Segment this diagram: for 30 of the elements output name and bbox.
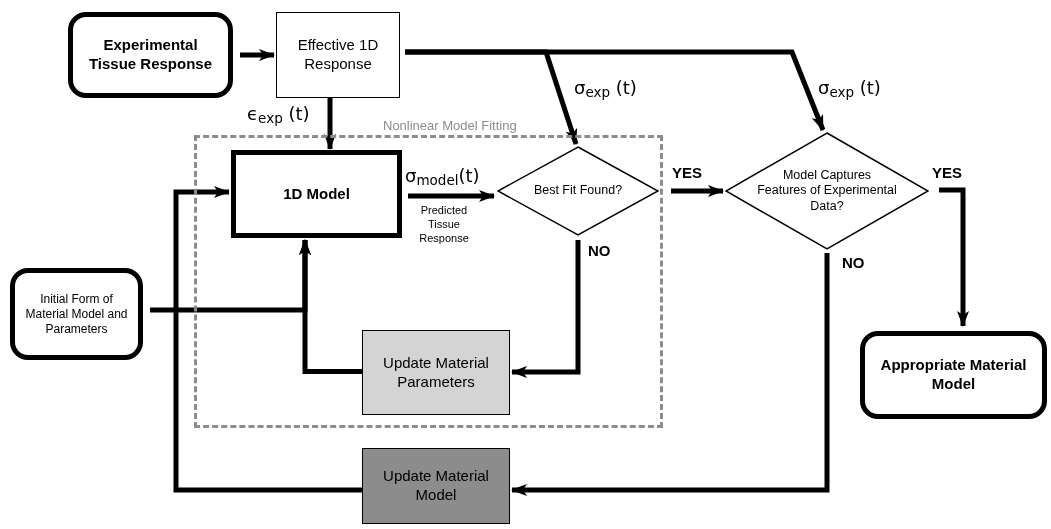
arrow [173, 186, 362, 493]
process-box [231, 150, 402, 238]
annotation-text: Predicted Tissue Response [418, 204, 470, 246]
arrow [511, 253, 830, 496]
arrow [405, 49, 826, 131]
terminal-box [860, 331, 1047, 419]
arrow [671, 185, 724, 197]
node-label: Best Fit Found? [532, 183, 624, 199]
decision-diamond [497, 146, 659, 236]
process-box [362, 448, 510, 524]
terminal-box [10, 268, 143, 360]
node-label: 1D Model [282, 183, 351, 204]
node-label: Initial Form of Material Model and Parameters [24, 291, 129, 337]
terminal-box [68, 12, 233, 98]
arrow [511, 240, 581, 378]
node-label: Experimental Tissue Response [87, 36, 214, 74]
node-label: Appropriate Material Model [879, 356, 1028, 394]
node-label: Update Material Parameters [382, 353, 490, 392]
arrow [240, 49, 275, 61]
decision-diamond [725, 132, 929, 250]
node-label: Update Material Model [382, 467, 490, 505]
arrow [408, 190, 495, 202]
process-box [362, 330, 510, 415]
process-box [276, 12, 400, 98]
group-title: Nonlinear Model Fitting [383, 117, 517, 135]
arrow [324, 98, 336, 150]
node-label: Model Captures Features of Experimental Data? [756, 167, 898, 215]
node-label: Effective 1D Response [296, 36, 380, 74]
arrow [150, 239, 311, 313]
arrow [939, 187, 969, 327]
